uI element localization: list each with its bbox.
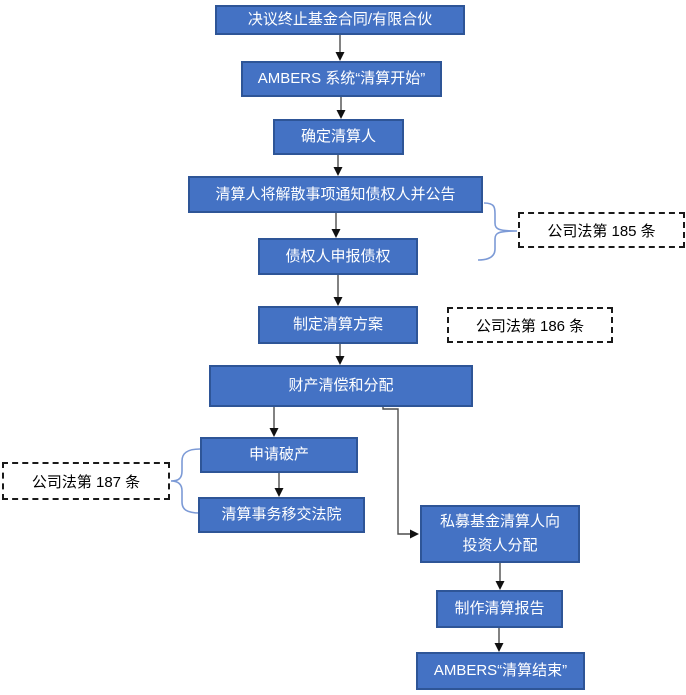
flow-node-label: 私募基金清算人向 投资人分配 [439,513,560,554]
flow-node-ambers-end: AMBERS“清算结束” [416,652,585,690]
flow-node-terminate-fund: 决议终止基金合同/有限合伙 [215,5,465,35]
flow-node-liquidation-report: 制作清算报告 [436,590,563,628]
flow-node-label: 债权人申报债权 [285,247,391,265]
brace-law185 [477,202,518,261]
arrow-distribute-investors-to-liquidation-report [495,563,505,590]
flow-node-declare-claims: 债权人申报债权 [258,238,418,275]
arrow-liquidation-report-to-ambers-end [494,628,504,652]
flow-node-label: 制作清算报告 [454,600,545,617]
flow-node-determine-liquidator: 确定清算人 [273,119,404,155]
arrow-settle-distribute-to-apply-bankruptcy [269,407,279,437]
arrow-terminate-to-ambers-start [335,35,345,61]
annotation-label: 公司法第 187 条 [31,473,141,491]
arrow-declare-claims-to-liquidation-plan [333,275,343,306]
flow-node-apply-bankruptcy: 申请破产 [200,437,358,473]
flow-node-liquidation-plan: 制定清算方案 [258,306,418,344]
flow-node-label: AMBERS“清算结束” [433,662,568,679]
arrow-settle-distribute-to-distribute-investors [382,407,419,539]
brace-law187 [170,448,201,514]
flow-node-transfer-court: 清算事务移交法院 [198,497,365,533]
flow-node-label: 制定清算方案 [292,316,383,333]
arrow-apply-bankruptcy-to-transfer-court [274,473,284,497]
flow-node-label: 决议终止基金合同/有限合伙 [247,11,433,28]
annotation-label: 公司法第 186 条 [475,317,585,335]
flow-node-label: 申请破产 [248,446,309,463]
flow-node-label: AMBERS 系统“清算开始” [257,70,426,87]
arrow-liquidation-plan-to-settle-distribute [335,344,345,365]
arrow-determine-liquidator-to-notify-creditors [333,155,343,176]
flow-node-ambers-start: AMBERS 系统“清算开始” [241,61,442,97]
flow-node-label: 确定清算人 [300,128,376,145]
flow-node-label: 清算人将解散事项通知债权人并公告 [215,185,456,203]
flow-node-settle-distribute: 财产清偿和分配 [209,365,473,407]
flow-node-label: 清算事务移交法院 [221,506,342,523]
flow-node-label: 财产清偿和分配 [288,377,394,394]
annotation-law-185: 公司法第 185 条 [518,212,685,248]
arrow-ambers-start-to-determine-liquidator [336,97,346,119]
annotation-law-186: 公司法第 186 条 [447,307,613,343]
annotation-label: 公司法第 185 条 [547,222,656,240]
flow-node-distribute-investors: 私募基金清算人向 投资人分配 [420,505,580,563]
arrow-notify-creditors-to-declare-claims [331,213,341,238]
annotation-law-187: 公司法第 187 条 [2,462,170,500]
flow-node-notify-creditors: 清算人将解散事项通知债权人并公告 [188,176,483,213]
